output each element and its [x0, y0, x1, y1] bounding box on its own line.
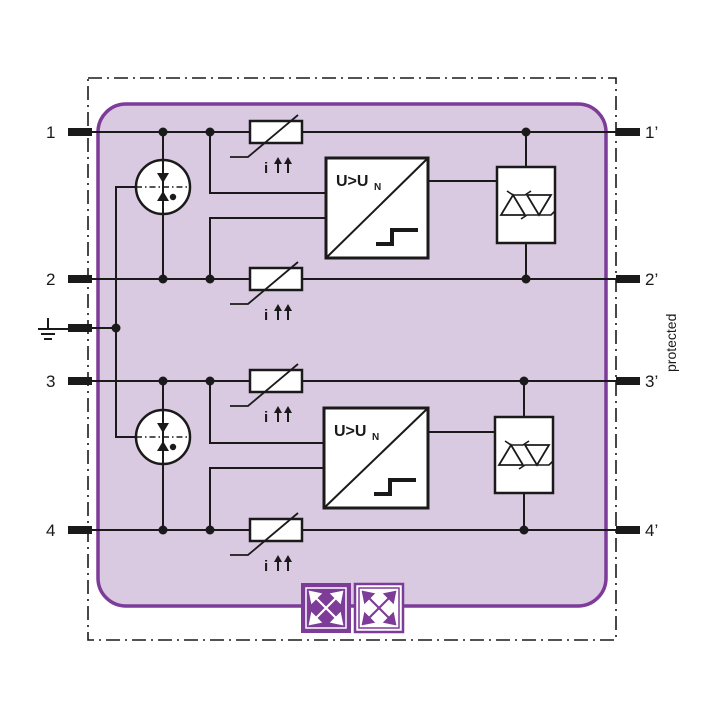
pin-2-out	[616, 275, 640, 283]
protected-side-label: protected	[663, 314, 679, 372]
channel-upper	[70, 131, 640, 280]
terminal-label-2: 2	[46, 270, 55, 289]
terminal-label-4-out: 4’	[645, 521, 658, 540]
current-indicator-label: i	[264, 558, 268, 575]
arrows-up-icon	[274, 157, 292, 173]
comparator-label: U>U	[334, 423, 366, 440]
input-pins	[68, 128, 92, 534]
junction-dots	[111, 127, 531, 535]
terminal-label-2-out: 2’	[645, 270, 658, 289]
terminal-label-3: 3	[46, 372, 55, 391]
terminal-label-3-out: 3’	[645, 372, 658, 391]
varistor-icon	[230, 114, 304, 158]
pin-ground	[68, 324, 92, 332]
current-indicator-label: i	[264, 307, 268, 324]
tvs-diode-icon	[493, 415, 555, 495]
pin-3	[68, 377, 92, 385]
current-indicator: i	[264, 555, 292, 575]
arrows-up-icon	[274, 406, 292, 422]
current-indicator-label: i	[264, 409, 268, 426]
varistor-icon	[230, 363, 304, 407]
housing-outline	[87, 77, 617, 641]
pin-1-out	[616, 128, 640, 136]
current-indicator: i	[264, 304, 292, 324]
voltage-comparator-block: U>U N	[324, 156, 430, 260]
gas-discharge-tube-icon	[134, 408, 192, 466]
pin-4	[68, 526, 92, 534]
output-pins	[616, 128, 640, 534]
comparator-label-sub: N	[372, 432, 379, 443]
arrows-cross-icon	[361, 590, 397, 626]
varistor-icon	[230, 261, 304, 305]
gas-discharge-tube-icon	[134, 158, 192, 216]
varistor-icon	[230, 512, 304, 556]
current-indicator: i	[264, 406, 292, 426]
pin-1	[68, 128, 92, 136]
pin-2	[68, 275, 92, 283]
terminal-label-1: 1	[46, 123, 55, 142]
terminal-label-4: 4	[46, 521, 55, 540]
ground-symbol-icon	[38, 318, 70, 340]
arrows-up-icon	[274, 304, 292, 320]
comparator-label-sub: N	[374, 182, 381, 193]
arrows-up-icon	[274, 555, 292, 571]
protection-module	[96, 102, 608, 608]
current-indicator-label: i	[264, 160, 268, 177]
badge-dark	[301, 583, 351, 633]
current-indicator: i	[264, 157, 292, 177]
voltage-comparator-block: U>U N	[322, 406, 430, 510]
badge-light	[353, 582, 405, 634]
tvs-diode-icon	[495, 165, 557, 245]
channel-lower	[70, 380, 640, 531]
pin-3-out	[616, 377, 640, 385]
pin-4-out	[616, 526, 640, 534]
comparator-label: U>U	[336, 173, 368, 190]
terminal-label-1-out: 1’	[645, 123, 658, 142]
arrows-cross-icon	[308, 590, 344, 626]
